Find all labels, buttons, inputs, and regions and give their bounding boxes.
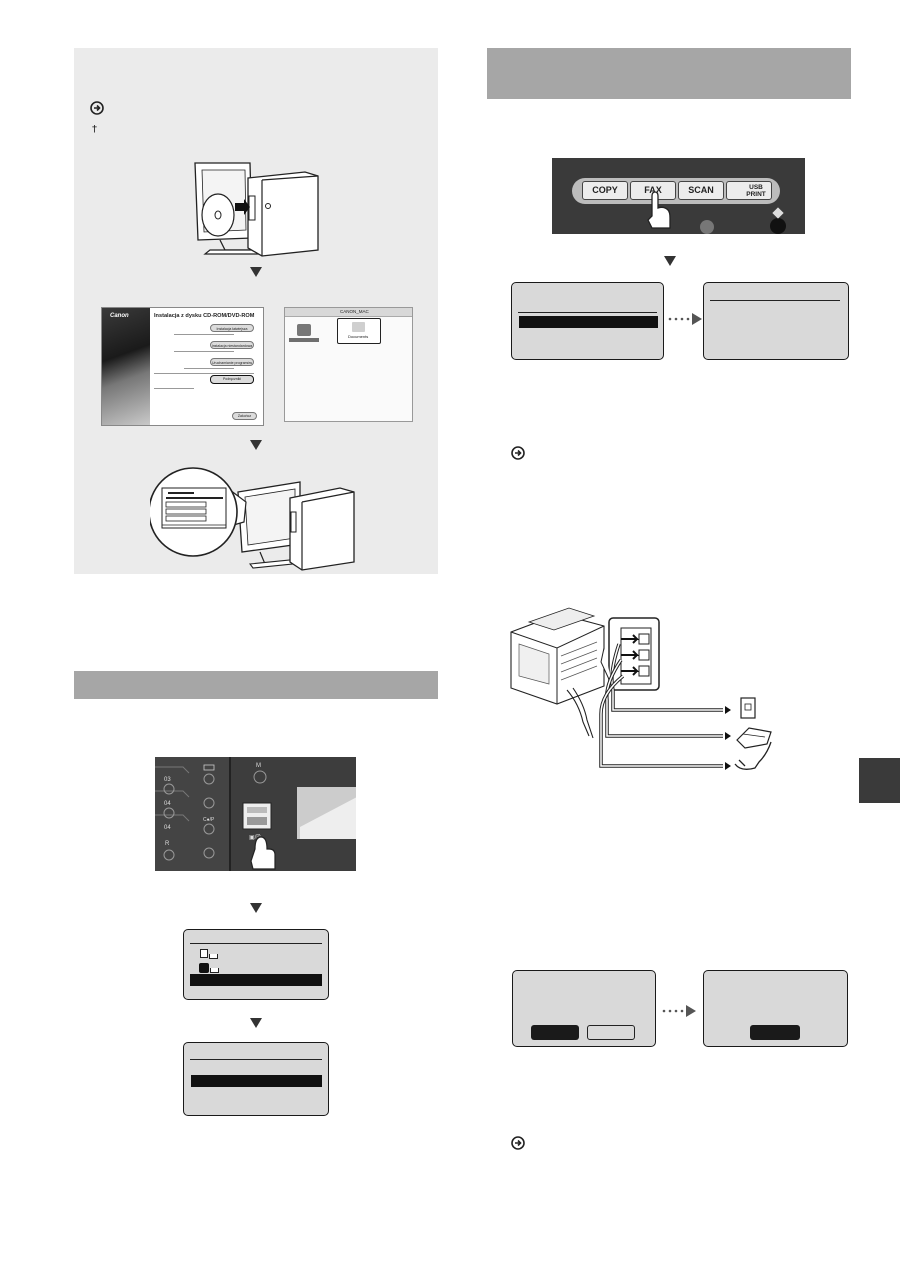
lcd-selected-row [519, 316, 658, 328]
lcd-screen-confirm [512, 970, 656, 1047]
copy-mode-icon [200, 949, 208, 958]
lcd-divider [190, 1059, 322, 1060]
mac-window-title: CANON_MAC [340, 309, 369, 314]
installer-title: Instalacja z dysku CD-ROM/DVD-ROM [154, 313, 255, 319]
box-icon [210, 968, 219, 973]
down-arrow-marker [250, 440, 262, 450]
lcd-selected-row [191, 1075, 322, 1087]
installer-window: Canon Instalacja z dysku CD-ROM/DVD-ROM … [101, 307, 264, 426]
ok-button[interactable] [750, 1025, 800, 1040]
computer-cd-illustration [190, 158, 325, 258]
box-icon [209, 954, 218, 959]
mac-installer-selected [289, 338, 319, 342]
mac-titlebar [285, 308, 412, 317]
dotted-arrow-connector [661, 1004, 697, 1018]
lcd-screen-fax-result [703, 282, 849, 360]
svg-text:04: 04 [164, 825, 171, 831]
copy-key-label: COPY [592, 185, 618, 195]
down-arrow-marker [250, 1018, 262, 1028]
installer-exit-button[interactable]: Zakończ [232, 412, 257, 420]
mac-finder-window: CANON_MAC Documents [284, 307, 413, 422]
pointing-hand-icon [646, 190, 672, 230]
fax-key-label: FAX [644, 185, 662, 195]
mac-folder-label: Documents [348, 334, 369, 339]
mac-installer-icon [297, 324, 311, 336]
energy-saver-key[interactable] [700, 220, 714, 234]
svg-text:04: 04 [164, 801, 171, 807]
installer-sidebar-image [102, 308, 150, 425]
scan-key[interactable]: SCAN [678, 181, 724, 200]
scan-key-label: SCAN [688, 185, 714, 195]
fax-section-header [487, 48, 851, 99]
installer-easy-button[interactable]: Instalacja łatwiejsza [210, 324, 254, 332]
svg-text:03: 03 [164, 777, 171, 783]
chapter-tab [859, 758, 900, 803]
installer-manuals-button[interactable]: Podręczniki [210, 375, 254, 384]
dotted-arrow-connector [667, 312, 703, 326]
down-arrow-marker [250, 903, 262, 913]
fax-connection-illustration [509, 604, 779, 776]
fax-mode-icon [199, 963, 209, 973]
lcd-divider [190, 943, 322, 944]
circle-arrow-icon [511, 1136, 525, 1150]
svg-text:R: R [165, 841, 170, 847]
lcd-screen-fax-setup [511, 282, 664, 360]
lcd-selected-row [190, 974, 322, 986]
diamond-icon [772, 207, 784, 219]
usb-print-key[interactable]: USB PRINT [726, 181, 772, 200]
canon-logo: Canon [110, 313, 129, 319]
dagger-marker: † [92, 124, 97, 135]
circle-arrow-icon [511, 446, 525, 460]
usb-print-key-label: USB PRINT [746, 184, 766, 198]
down-arrow-marker [250, 267, 262, 277]
lcd-screen-complete [703, 970, 848, 1047]
down-arrow-marker [664, 256, 676, 266]
control-panel-photo: 03 04 04 R C●/P M ▣/⎘ [155, 757, 356, 871]
lcd-screen-menu [183, 1042, 329, 1116]
installer-run-button[interactable]: Uruchamianie programów [210, 358, 254, 366]
installer-desc-lines [154, 334, 254, 394]
confirm-yes-button[interactable] [531, 1025, 579, 1040]
installer-custom-button[interactable]: Instalacja niestandardowa [210, 341, 254, 349]
copy-key[interactable]: COPY [582, 181, 628, 200]
folder-icon[interactable] [352, 322, 365, 332]
lcd-divider [518, 312, 657, 313]
confirm-no-button[interactable] [587, 1025, 635, 1040]
lcd-divider [710, 300, 840, 301]
svg-text:▣/⎘: ▣/⎘ [249, 834, 261, 841]
svg-text:M: M [256, 763, 261, 769]
stop-key[interactable] [770, 218, 786, 234]
section-header-bar [74, 671, 438, 699]
circle-arrow-icon [90, 101, 104, 115]
lcd-screen-mode [183, 929, 329, 1000]
magnified-computer-illustration [150, 462, 360, 572]
fax-control-panel-photo: COPY FAX SCAN USB PRINT [552, 158, 805, 234]
svg-text:C●/P: C●/P [203, 817, 215, 823]
